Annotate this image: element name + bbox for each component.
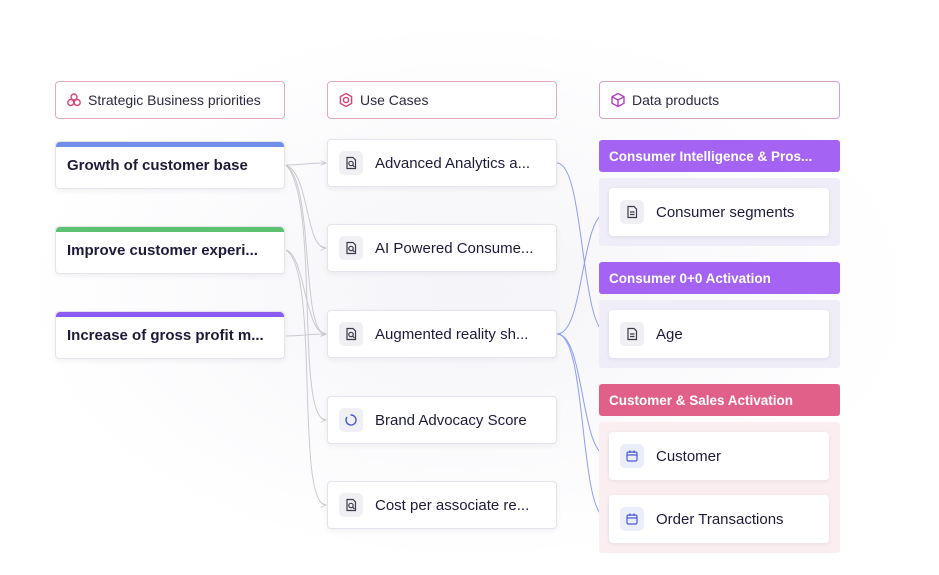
priority-card-growth[interactable]: Growth of customer base	[55, 141, 285, 189]
data-products-column-header: Data products	[599, 81, 840, 119]
data-product-label: Order Transactions	[656, 510, 784, 528]
priority-accent-bar	[56, 312, 284, 317]
link-p1-uc1	[285, 163, 326, 165]
data-product-label: Age	[656, 325, 683, 343]
priority-card-experience[interactable]: Improve customer experi...	[55, 226, 285, 274]
priority-accent-bar	[56, 227, 284, 232]
data-group-customer-sales[interactable]: Customer & Sales Activation	[599, 384, 840, 416]
data-product-customer[interactable]: Customer	[609, 432, 829, 480]
link-uc1-age	[556, 162, 608, 334]
use-case-card-advanced-analytics[interactable]: Advanced Analytics a...	[327, 139, 557, 187]
search-document-icon	[339, 493, 363, 517]
priorities-column-label: Strategic Business priorities	[88, 92, 261, 108]
use-case-card-cost-per-associate[interactable]: Cost per associate re...	[327, 481, 557, 529]
link-p2-uc3	[285, 249, 326, 334]
document-icon	[620, 322, 644, 346]
search-document-icon	[339, 236, 363, 260]
calendar-icon	[620, 507, 644, 531]
link-p2-uc5	[285, 249, 326, 505]
use-case-card-ai-powered[interactable]: AI Powered Consume...	[327, 224, 557, 272]
data-group-label: Consumer Intelligence & Pros...	[609, 148, 813, 164]
link-p1-uc4	[285, 164, 326, 420]
use-case-card-augmented-reality[interactable]: Augmented reality sh...	[327, 310, 557, 358]
data-group-consumer-activation[interactable]: Consumer 0+0 Activation	[599, 262, 840, 294]
search-document-icon	[339, 322, 363, 346]
link-uc3-orders	[556, 333, 608, 519]
data-product-label: Consumer segments	[656, 203, 795, 221]
document-icon	[620, 200, 644, 224]
priority-label: Growth of customer base	[67, 156, 248, 174]
use-case-card-brand-advocacy[interactable]: Brand Advocacy Score	[327, 396, 557, 444]
use-case-label: AI Powered Consume...	[375, 239, 534, 257]
priority-label: Improve customer experi...	[67, 241, 258, 259]
priority-card-gross-profit[interactable]: Increase of gross profit m...	[55, 311, 285, 359]
cube-icon	[610, 92, 626, 108]
data-group-label: Consumer 0+0 Activation	[609, 270, 771, 286]
priority-label: Increase of gross profit m...	[67, 326, 264, 344]
calendar-icon	[620, 444, 644, 468]
use-case-label: Cost per associate re...	[375, 496, 530, 514]
data-product-order-transactions[interactable]: Order Transactions	[609, 495, 829, 543]
use-cases-column-header: Use Cases	[327, 81, 557, 119]
priority-accent-bar	[56, 142, 284, 147]
use-case-label: Brand Advocacy Score	[375, 411, 527, 429]
data-product-consumer-segments[interactable]: Consumer segments	[609, 188, 829, 236]
cluster-icon	[66, 92, 82, 108]
data-group-consumer-intelligence[interactable]: Consumer Intelligence & Pros...	[599, 140, 840, 172]
use-case-label: Augmented reality sh...	[375, 325, 529, 343]
link-p1-uc2	[285, 164, 326, 248]
search-document-icon	[339, 151, 363, 175]
data-product-label: Customer	[656, 447, 722, 465]
data-group-label: Customer & Sales Activation	[609, 392, 794, 408]
use-case-label: Advanced Analytics a...	[375, 154, 531, 172]
use-cases-column-label: Use Cases	[360, 92, 429, 108]
data-products-column-label: Data products	[632, 92, 720, 108]
link-p3-uc3	[285, 334, 326, 336]
data-product-age[interactable]: Age	[609, 310, 829, 358]
priorities-column-header: Strategic Business priorities	[55, 81, 285, 119]
spinner-icon	[339, 408, 363, 432]
hexagon-ring-icon	[338, 92, 354, 108]
link-p1-uc3	[285, 164, 326, 334]
